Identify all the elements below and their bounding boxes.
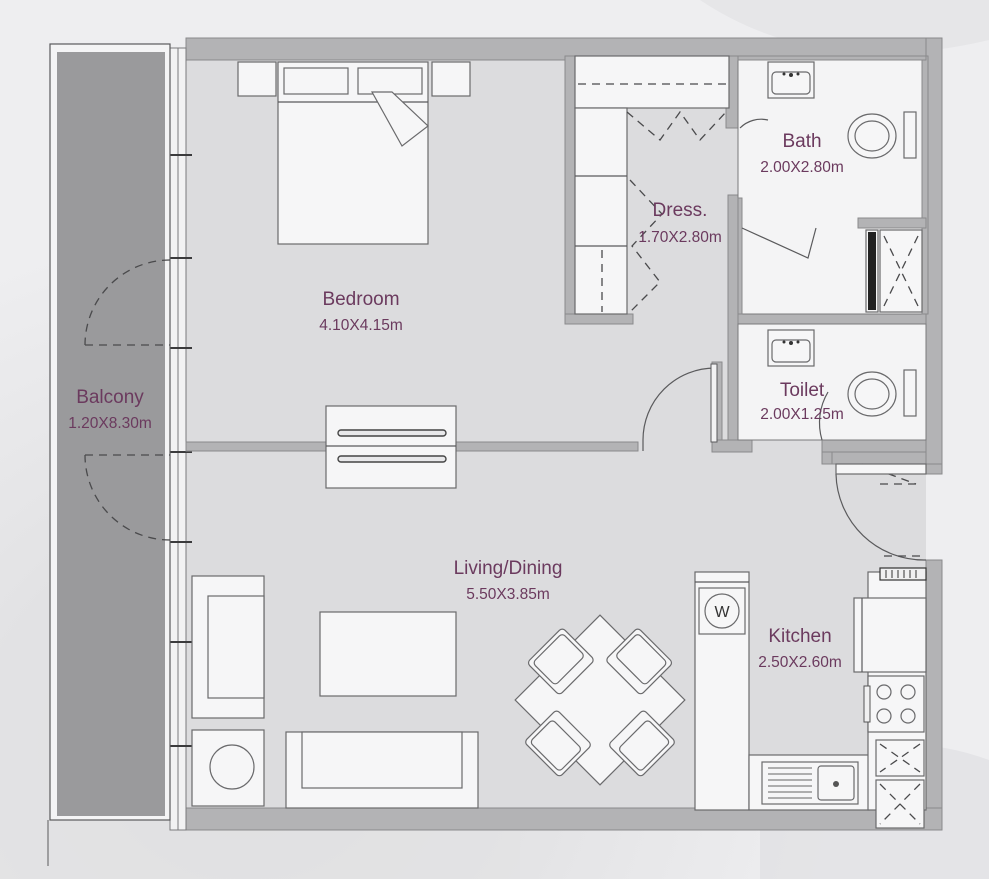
bath-cistern — [903, 111, 917, 159]
bedroom-label: Bedroom — [322, 289, 399, 310]
tv-console — [325, 405, 457, 489]
living-label: Living/Dining — [454, 558, 563, 579]
cooktop — [867, 675, 925, 733]
living-dimensions: 5.50X3.85m — [466, 586, 550, 603]
toilet-dimensions: 2.00X1.25m — [760, 406, 844, 423]
bath-fixtures — [739, 61, 923, 313]
wall-bath-toilet — [737, 313, 927, 325]
kitchen-label: Kitchen — [768, 626, 831, 647]
sofa-three-seater — [285, 731, 479, 809]
dressing-closet — [574, 55, 730, 315]
side-table — [191, 729, 265, 807]
sofa-single — [191, 575, 265, 719]
balcony-label: Balcony — [76, 387, 144, 408]
pillow-left — [283, 67, 349, 95]
fridge — [853, 597, 927, 673]
nightstand-right — [431, 61, 471, 97]
kitchen-counters — [694, 567, 927, 829]
dining-set — [514, 614, 686, 786]
folded-sheet — [370, 91, 429, 147]
bedroom-dimensions: 4.10X4.15m — [319, 317, 403, 334]
balcony-floor — [57, 52, 165, 816]
wall-toilet-bottom — [711, 439, 753, 453]
balcony-door-swings — [84, 259, 171, 541]
bath-label: Bath — [782, 131, 821, 152]
wall-bottom — [185, 807, 943, 831]
toilet-label: Toilet — [780, 380, 825, 401]
wall-shower — [857, 217, 927, 229]
bedroom-door — [642, 363, 718, 451]
kitchen-dimensions: 2.50X2.60m — [758, 654, 842, 671]
toilet-fixtures — [767, 329, 917, 441]
nightstand-left — [237, 61, 277, 97]
dressing-dimensions: 1.70X2.80m — [638, 229, 722, 246]
bath-shelf — [879, 229, 923, 313]
bed — [237, 61, 471, 245]
pillow-right — [357, 67, 423, 95]
washer-icon: W — [698, 587, 746, 635]
bath-dimensions: 2.00X2.80m — [760, 159, 844, 176]
room-labels: Bedroom 4.10X4.15m Balcony 1.20X8.30m Dr… — [68, 131, 844, 671]
wall-right-lower — [925, 559, 943, 831]
wall-dress-left — [564, 55, 576, 325]
front-door — [835, 463, 927, 561]
wall-dress-bottom — [564, 313, 634, 325]
washer-symbol: W — [714, 604, 730, 621]
wall-toilet-jamb — [821, 451, 833, 465]
balcony-dimensions: 1.20X8.30m — [68, 415, 152, 432]
wall-toilet-bottom-right — [821, 439, 927, 453]
coffee-table — [319, 611, 457, 697]
dressing-label: Dress. — [653, 200, 708, 221]
